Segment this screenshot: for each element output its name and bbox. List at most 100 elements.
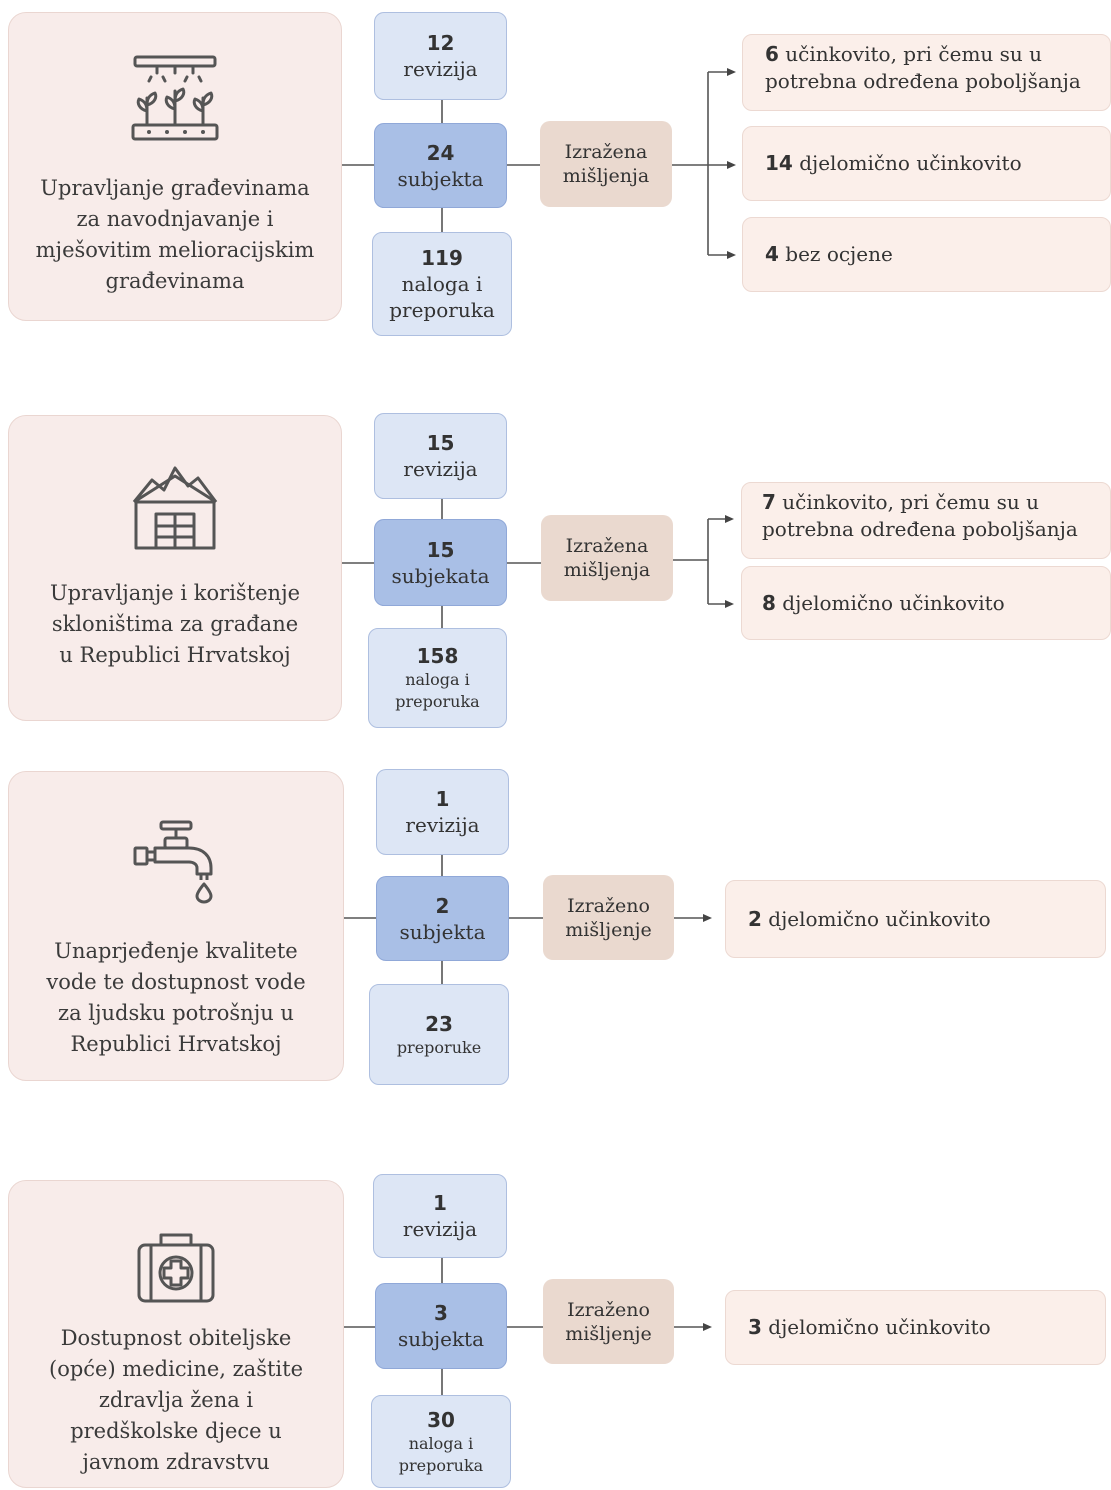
result-text: učinkovito, pri čemu su u — [775, 490, 1040, 514]
subjects-box: 2 subjekta — [376, 876, 509, 961]
orders-label: naloga i — [401, 272, 483, 296]
subjects-number: 15 — [426, 537, 455, 562]
result-box: 4 bez ocjene — [742, 217, 1111, 292]
audits-box: 1 revizija — [373, 1174, 507, 1258]
audits-number: 1 — [435, 787, 450, 811]
orders-label: naloga i — [405, 670, 470, 689]
topic-card: Dostupnost obiteljske (opće) medicine, z… — [8, 1180, 344, 1488]
opinion-box: Izražena mišljenja — [540, 121, 672, 207]
topic-title: Upravljanje građevinama za navodnjavanje… — [19, 173, 331, 297]
audits-box: 12 revizija — [374, 12, 507, 100]
topic-title: Upravljanje i korištenje skloništima za … — [19, 578, 331, 671]
title-line: javnom zdravstvu — [82, 1450, 270, 1474]
result-number: 3 — [748, 1315, 762, 1339]
orders-label: naloga i — [408, 1433, 474, 1453]
connector-lines — [342, 68, 736, 259]
orders-label: preporuka — [395, 692, 480, 711]
opinion-box: Izražena mišljenja — [541, 515, 673, 601]
subjects-label: subjekata — [391, 563, 490, 588]
result-number: 8 — [762, 590, 776, 615]
orders-box: 23 preporuke — [369, 984, 509, 1085]
result-number: 7 — [762, 490, 776, 514]
opinion-line: Izražena — [565, 535, 649, 557]
subjects-label: subjekta — [397, 1327, 485, 1351]
title-line: Upravljanje građevinama — [40, 176, 310, 200]
section-shelters: Upravljanje i korištenje skloništima za … — [0, 0, 1111, 740]
title-line: zdravlja žena i — [98, 1388, 254, 1412]
subjects-label: subjekta — [399, 919, 486, 944]
result-text: potrebna određena poboljšanja — [765, 69, 1081, 93]
opinion-line: Izraženo — [567, 894, 650, 917]
result-text: djelomično učinkovito — [792, 151, 1022, 175]
result-number: 2 — [748, 906, 762, 931]
subjects-number: 3 — [434, 1301, 448, 1325]
orders-number: 23 — [425, 1011, 453, 1036]
result-text: djelomično učinkovito — [775, 590, 1005, 615]
orders-label: preporuke — [396, 1037, 482, 1057]
audits-label: revizija — [403, 57, 478, 81]
subjects-label: subjekta — [397, 166, 484, 191]
result-text: djelomično učinkovito — [761, 906, 991, 931]
opinion-box: Izraženo mišljenje — [543, 1279, 674, 1364]
connector-lines — [344, 855, 712, 984]
orders-box: 158 naloga i preporuka — [368, 628, 507, 728]
opinion-line: Izražena — [564, 141, 648, 163]
orders-number: 119 — [421, 246, 463, 270]
result-box: 3 djelomično učinkovito — [725, 1290, 1106, 1365]
orders-box: 30 naloga i preporuka — [371, 1395, 511, 1488]
medical-kit-icon — [137, 1233, 215, 1303]
topic-card: Upravljanje građevinama za navodnjavanje… — [8, 12, 342, 321]
connector-lines — [342, 499, 734, 628]
subjects-box: 15 subjekata — [374, 519, 507, 606]
subjects-box: 24 subjekta — [374, 123, 507, 208]
opinion-line: mišljenje — [565, 1322, 652, 1345]
result-number: 6 — [765, 42, 779, 66]
orders-label: preporuka — [389, 298, 495, 322]
result-box: 7 učinkovito, pri čemu su u potrebna odr… — [741, 482, 1111, 559]
audits-number: 1 — [433, 1191, 447, 1215]
result-text: bez ocjene — [778, 242, 893, 266]
audits-label: revizija — [403, 457, 478, 481]
orders-label: preporuka — [398, 1455, 484, 1475]
result-box: 14​ djelomično učinkovito — [742, 126, 1111, 201]
water-tap-icon — [133, 820, 213, 904]
result-text: potrebna određena poboljšanja — [762, 517, 1078, 541]
audits-label: revizija — [402, 1217, 478, 1241]
result-box: 2 djelomično učinkovito — [725, 880, 1106, 958]
orders-number: 158 — [416, 644, 459, 668]
result-number: 14 — [765, 151, 793, 175]
title-line: mješovitim melioracijskim — [35, 238, 315, 262]
opinion-line: mišljenje — [565, 918, 652, 941]
audits-number: 15 — [426, 431, 455, 455]
title-line: za ljudsku potrošnju u — [58, 1001, 294, 1025]
opinion-line: mišljenja — [563, 559, 651, 581]
audits-box: 15 revizija — [374, 413, 507, 499]
topic-title: Unaprjeđenje kvalitete vode te dostupnos… — [19, 936, 333, 1060]
topic-card: Unaprjeđenje kvalitete vode te dostupnos… — [8, 771, 344, 1081]
title-line: Upravljanje i korištenje — [49, 581, 301, 605]
shelter-building-icon — [132, 466, 218, 550]
title-line: Republici Hrvatskoj — [70, 1032, 282, 1056]
subjects-box: 3 subjekta — [375, 1283, 507, 1369]
section-water: Unaprjeđenje kvalitete vode te dostupnos… — [8, 769, 1106, 1085]
irrigation-plants-icon — [131, 55, 219, 141]
orders-box: 119 naloga i preporuka — [372, 232, 512, 336]
opinion-line: mišljenja — [562, 165, 650, 187]
result-box: 6 učinkovito, pri čemu su u potrebna odr… — [742, 34, 1111, 111]
subjects-number: 2 — [435, 893, 450, 918]
result-box: 8 djelomično učinkovito — [741, 566, 1111, 640]
result-number: 4 — [765, 242, 779, 266]
opinion-box: Izraženo mišljenje — [543, 875, 674, 960]
orders-number: 30 — [427, 1407, 455, 1432]
title-line: Dostupnost obiteljske — [60, 1326, 292, 1350]
audits-label: revizija — [405, 813, 480, 837]
topic-title: Dostupnost obiteljske (opće) medicine, z… — [19, 1323, 333, 1478]
title-line: u Republici Hrvatskoj — [59, 643, 291, 667]
topic-card: Upravljanje i korištenje skloništima za … — [8, 415, 342, 721]
title-line: Unaprjeđenje kvalitete — [54, 939, 298, 963]
title-line: vode te dostupnost vode — [46, 970, 306, 994]
title-line: (opće) medicine, zaštite — [49, 1357, 303, 1381]
result-text: djelomično učinkovito — [761, 1315, 991, 1339]
